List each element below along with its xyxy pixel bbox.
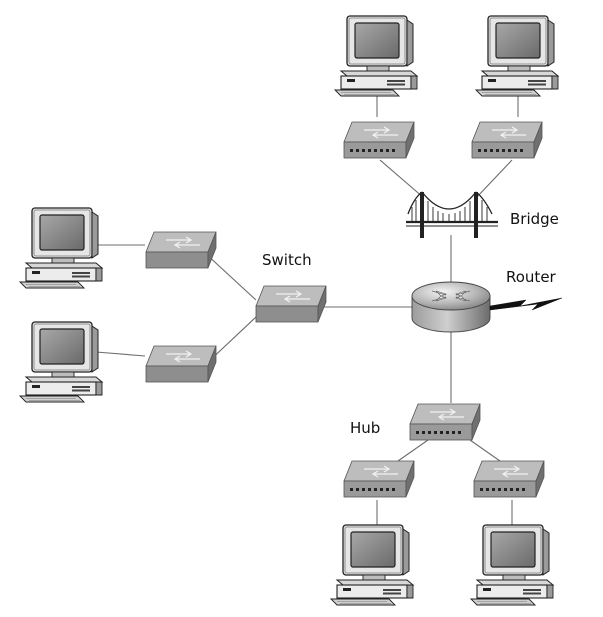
computer-left-upper <box>19 207 103 289</box>
bridge-icon <box>406 191 498 238</box>
link-hub-device-left <box>397 439 429 462</box>
router-icon <box>411 281 491 333</box>
hub-label: Hub <box>350 419 381 437</box>
wan-link-icon <box>489 297 563 311</box>
computer-top-left <box>334 15 418 97</box>
lan-device-bottom-left <box>343 460 415 498</box>
switch-center <box>255 285 327 323</box>
computer-left-lower <box>19 321 103 403</box>
switch-label: Switch <box>262 251 312 269</box>
computer-top-right <box>475 15 559 97</box>
connection-lines <box>95 95 519 526</box>
link-switch1-switch <box>204 252 257 301</box>
bridge-label: Bridge <box>510 210 559 228</box>
switch-left-upper <box>145 231 217 269</box>
computer-bottom-right <box>470 524 554 606</box>
link-pc2-switch2 <box>95 351 146 357</box>
router-label: Router <box>506 268 556 286</box>
lan-device-top-right <box>471 121 543 159</box>
lan-device-top-left <box>343 121 415 159</box>
switch-left-lower <box>145 345 217 383</box>
lan-device-bottom-right <box>473 460 545 498</box>
link-device-bridge-right <box>475 159 513 199</box>
link-hub-device-right <box>469 439 501 462</box>
link-device-bridge-left <box>379 159 425 199</box>
computer-bottom-left <box>330 524 414 606</box>
hub-device <box>409 403 481 441</box>
